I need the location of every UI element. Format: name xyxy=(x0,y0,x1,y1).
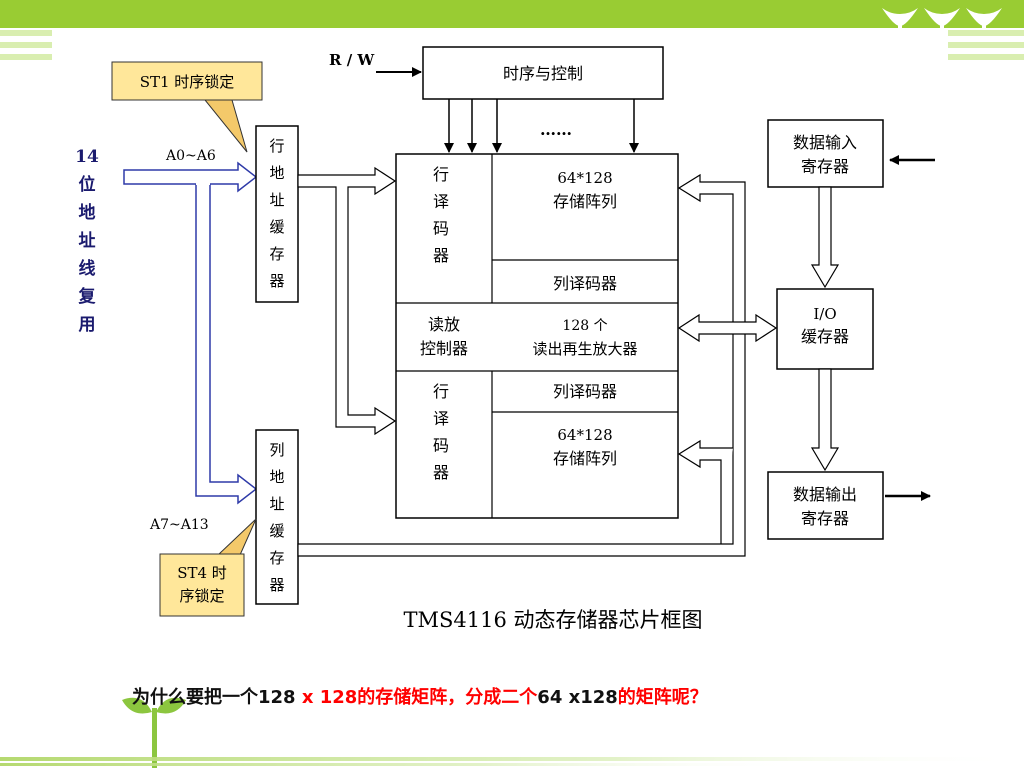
row-decoder-bottom: 行 译 码 器 xyxy=(433,382,449,482)
side-label-line: 用 xyxy=(79,315,96,335)
io-buffer-line1: I/O xyxy=(813,305,836,323)
row-decoder-char: 译 xyxy=(433,192,449,211)
side-label-line: 址 xyxy=(79,231,96,251)
row-buffer-char: 存 xyxy=(269,245,284,263)
data-output-line2: 寄存器 xyxy=(801,509,849,528)
side-label-line: 线 xyxy=(79,258,96,279)
row-decoder-top: 行 译 码 器 xyxy=(433,165,449,265)
st1-callout-text: ST1 时序锁定 xyxy=(140,73,235,91)
io-bidirectional-arrow xyxy=(677,313,778,343)
row-buffer-char: 址 xyxy=(269,191,284,209)
col-decoder-bottom: 列译码器 xyxy=(553,382,617,401)
data-flow-arrow xyxy=(810,186,840,472)
row-decoder-char: 行 xyxy=(433,382,449,401)
side-label-line: 14 xyxy=(75,147,99,167)
io-buffer: I/O 缓存器 xyxy=(776,288,874,370)
timing-control-box: 时序与控制 xyxy=(422,46,664,100)
st4-callout: ST4 时 序锁定 xyxy=(159,518,257,617)
col-buffer-char: 址 xyxy=(269,495,284,513)
decorative-stripes-left xyxy=(0,28,52,68)
data-output-line1: 数据输出 xyxy=(793,485,857,504)
question-part: 128 xyxy=(258,687,296,708)
sense-control-line2: 控制器 xyxy=(420,339,468,358)
row-address-arrow xyxy=(297,166,397,436)
a0-a6-label: A0~A6 xyxy=(165,148,216,164)
memory-core-block xyxy=(395,153,679,519)
array-top-label: 存储阵列 xyxy=(553,192,617,211)
side-address-label: 14 位 地 址 线 复 用 xyxy=(75,147,99,335)
control-ellipsis: …… xyxy=(540,120,572,139)
row-buffer-char: 行 xyxy=(269,137,284,155)
sense-control-line1: 读放 xyxy=(428,315,460,334)
top-banner xyxy=(0,0,1024,28)
column-address-arrow xyxy=(297,173,746,557)
side-label-line: 复 xyxy=(78,286,97,307)
col-buffer-char: 地 xyxy=(269,468,284,486)
st4-callout-line1: ST4 时 xyxy=(177,564,227,582)
rw-label: R / W xyxy=(329,51,375,69)
sprout-icon xyxy=(122,697,186,768)
col-decoder-top: 列译码器 xyxy=(553,274,617,293)
diagram-caption: TMS4116 动态存储器芯片框图 xyxy=(403,608,702,632)
sprout-icon xyxy=(882,8,1002,30)
data-input-register: 数据输入 寄存器 xyxy=(767,119,884,188)
question-text: 为什么要把一个128 x 128的存储矩阵，分成二个64 x128的矩阵呢？ xyxy=(132,683,932,708)
side-label-line: 地 xyxy=(79,202,96,223)
question-part: 的存储矩阵，分成二个 xyxy=(357,687,538,708)
row-decoder-char: 码 xyxy=(433,436,449,455)
address-bus-arrow xyxy=(123,161,258,505)
row-decoder-char: 器 xyxy=(433,246,449,265)
array-bottom-label: 存储阵列 xyxy=(553,449,617,468)
question-part: 的矩阵呢？ xyxy=(617,687,708,708)
row-decoder-char: 行 xyxy=(433,165,449,184)
question-part: 64 x128 xyxy=(537,687,618,708)
col-buffer-char: 列 xyxy=(269,441,284,459)
bottom-decor-bar xyxy=(0,757,1024,766)
data-input-line1: 数据输入 xyxy=(793,133,857,152)
column-address-buffer: 列 地 址 缓 存 器 xyxy=(255,429,299,605)
a7-a13-label: A7~A13 xyxy=(149,517,209,533)
question-part: 为什么要把一个 xyxy=(132,687,258,708)
row-decoder-char: 器 xyxy=(433,463,449,482)
row-buffer-char: 地 xyxy=(269,164,284,182)
col-buffer-char: 存 xyxy=(269,549,284,567)
decorative-stripes-right xyxy=(948,28,1024,68)
sense-amp-line1: 128 个 xyxy=(562,318,607,334)
row-decoder-char: 码 xyxy=(433,219,449,238)
row-address-buffer: 行 地 址 缓 存 器 xyxy=(255,125,299,303)
side-label-line: 位 xyxy=(79,174,96,195)
st4-callout-line2: 序锁定 xyxy=(179,587,224,605)
row-buffer-char: 器 xyxy=(269,272,284,290)
row-decoder-char: 译 xyxy=(433,409,449,428)
col-buffer-char: 缓 xyxy=(269,522,284,540)
data-output-register: 数据输出 寄存器 xyxy=(767,471,884,540)
io-buffer-line2: 缓存器 xyxy=(801,327,849,346)
array-bottom-size: 64*128 xyxy=(557,426,612,444)
col-buffer-char: 器 xyxy=(269,576,284,594)
timing-control-label: 时序与控制 xyxy=(503,64,583,83)
data-input-line2: 寄存器 xyxy=(801,157,849,176)
sense-amp-line2: 读出再生放大器 xyxy=(532,340,637,358)
row-buffer-char: 缓 xyxy=(269,218,284,236)
st1-callout: ST1 时序锁定 xyxy=(111,61,263,153)
question-part: x 128 xyxy=(295,687,358,708)
array-top-size: 64*128 xyxy=(557,169,612,187)
